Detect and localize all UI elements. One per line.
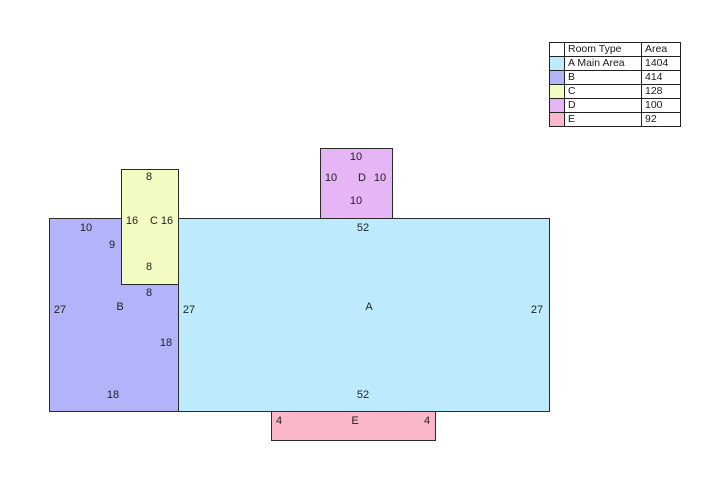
room-e-left-dim: 4	[275, 415, 283, 427]
room-b-bottom-dim: 18	[106, 389, 120, 401]
legend-area-e: 92	[641, 112, 681, 127]
room-b-left-dim: 27	[53, 304, 67, 316]
legend-area-c: 128	[641, 84, 681, 99]
legend-name-b: B	[564, 70, 642, 85]
room-b-label: B	[116, 301, 124, 313]
room-c-bottom-dim: 8	[145, 261, 153, 273]
room-d-top-dim: 10	[349, 151, 363, 163]
room-c-left-dim: 16	[125, 215, 139, 227]
legend-row-d: D 100	[549, 98, 681, 113]
legend-name-d: D	[564, 98, 642, 113]
room-d-right-dim: 10	[373, 172, 387, 184]
legend-swatch-a	[549, 56, 565, 71]
legend-swatch-b	[549, 70, 565, 85]
room-b-top-dim: 10	[79, 222, 93, 234]
legend-area-a: 1404	[641, 56, 681, 71]
room-b-notch-dim: 9	[108, 239, 116, 251]
legend-name-e: E	[564, 112, 642, 127]
room-c-right-dim: 16	[160, 215, 174, 227]
legend-row-c: C 128	[549, 84, 681, 99]
legend-row-e: E 92	[549, 112, 681, 127]
legend-header-type: Room Type	[564, 42, 642, 57]
legend-area-d: 100	[641, 98, 681, 113]
legend-row-a: A Main Area 1404	[549, 56, 681, 71]
room-c	[121, 169, 179, 285]
room-e-right-dim: 4	[423, 415, 431, 427]
room-a-left-dim: 27	[182, 304, 196, 316]
legend-name-a: A Main Area	[564, 56, 642, 71]
legend-area-b: 414	[641, 70, 681, 85]
room-c-top-dim: 8	[145, 171, 153, 183]
legend-header: Room Type Area	[549, 42, 681, 57]
legend-swatch-c	[549, 84, 565, 99]
room-d-bottom-dim: 10	[349, 195, 363, 207]
legend-header-area: Area	[641, 42, 681, 57]
room-b-under-c-dim: 8	[145, 287, 153, 299]
legend-swatch-e	[549, 112, 565, 127]
room-c-label: C	[150, 215, 158, 227]
legend-header-swatch	[549, 42, 565, 57]
legend-row-b: B 414	[549, 70, 681, 85]
room-a-label: A	[365, 301, 373, 313]
room-e-label: E	[351, 415, 359, 427]
legend-swatch-d	[549, 98, 565, 113]
room-a	[178, 218, 550, 412]
room-a-top-dim: 52	[356, 222, 370, 234]
room-a-bottom-dim: 52	[356, 389, 370, 401]
room-legend: Room Type Area A Main Area 1404 B 414 C …	[549, 42, 681, 127]
legend-name-c: C	[564, 84, 642, 99]
room-b-inner-dim: 18	[159, 337, 173, 349]
room-d-left-dim: 10	[324, 172, 338, 184]
room-d	[320, 148, 393, 219]
room-d-label: D	[358, 172, 366, 184]
room-a-right-dim: 27	[530, 304, 544, 316]
